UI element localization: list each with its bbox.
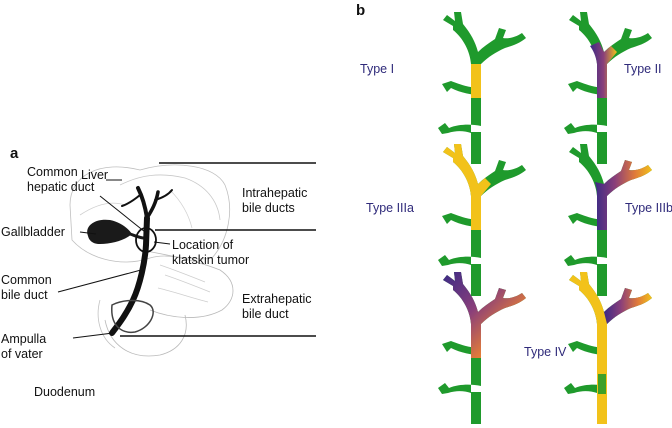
label-location-1: Location of [172,238,234,252]
duct-type-3a [438,144,526,296]
label-type-2: Type II [624,62,662,76]
label-extrahepatic-2: bile duct [242,307,289,321]
label-ampulla-2: of vater [1,347,43,361]
anatomy-sketch [69,164,234,357]
duct-type-4-left [438,272,526,424]
gallbladder-shape [87,219,132,244]
label-common-bile-1: Common [1,273,52,287]
label-intrahepatic-1: Intrahepatic [242,186,307,200]
region-lines [120,162,316,337]
panel-a-letter: a [10,145,19,162]
label-common-bile-2: bile duct [1,288,48,302]
label-type-4: Type IV [524,345,567,359]
label-intrahepatic-2: bile ducts [242,201,295,215]
duct-type-1 [438,12,526,164]
label-duodenum: Duodenum [34,385,95,399]
label-ampulla-1: Ampulla [1,332,46,346]
panel-b-letter: b [356,2,365,19]
klatskin-location-circle [135,227,157,253]
duct-type-3b [564,144,652,296]
label-type-3b: Type IIIb [625,201,672,215]
label-gallbladder: Gallbladder [1,225,65,239]
label-common-hepatic-2: hepatic duct [27,180,95,194]
duct-type-4-right [564,272,652,424]
label-location-2: klatskin tumor [172,253,249,267]
label-common-hepatic-1: Common [27,165,78,179]
label-type-3a: Type IIIa [366,201,414,215]
leader-lines [57,179,171,339]
label-type-1: Type I [360,62,394,76]
label-liver: Liver [81,168,108,182]
label-extrahepatic-1: Extrahepatic [242,292,311,306]
duct-type-2 [564,12,652,164]
bile-duct-tree [109,186,173,336]
